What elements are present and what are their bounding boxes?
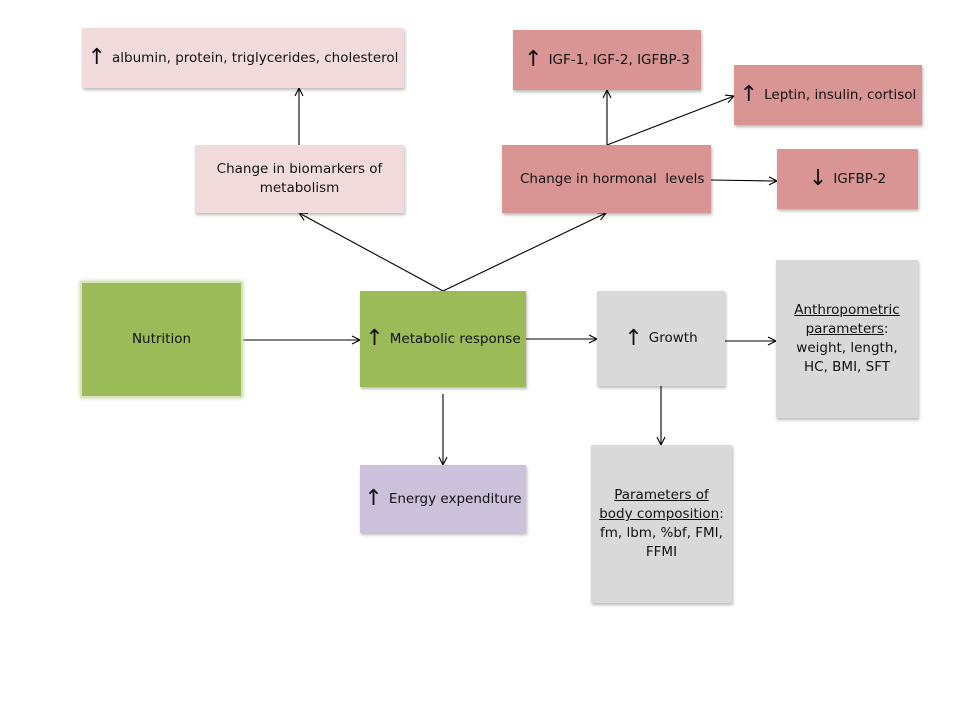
albumin-label: albumin, protein, triglycerides, cholest… xyxy=(112,49,399,66)
albumin-node: ↑ albumin, protein, triglycerides, chole… xyxy=(82,28,404,88)
hormonal-node: Change in hormonal levels xyxy=(502,145,711,213)
anthropometric-line3: weight, length, xyxy=(796,340,898,356)
energy-expenditure-node: ↑ Energy expenditure xyxy=(360,465,526,533)
edge-metabolic-biomarkers xyxy=(299,213,444,292)
igfbp2-label: IGFBP-2 xyxy=(833,170,887,187)
growth-label: Growth xyxy=(648,330,698,346)
body-composition-node: Parameters of body composition: fm, lbm,… xyxy=(591,445,732,603)
nutrition-label: Nutrition xyxy=(131,331,192,347)
energy-expenditure-label: Energy expenditure xyxy=(388,490,522,507)
anthropometric-text: Anthropometric parameters: weight, lengt… xyxy=(794,301,899,377)
hormonal-label: Change in hormonal levels xyxy=(520,170,705,187)
edge-hormonal-leptin xyxy=(606,96,734,146)
up-arrow-icon: ↑ xyxy=(364,486,383,511)
leptin-label: Leptin, insulin, cortisol xyxy=(764,86,917,103)
growth-node: ↑ Growth xyxy=(597,291,725,386)
edge-metabolic-hormonal xyxy=(442,213,606,292)
leptin-node: ↑ Leptin, insulin, cortisol xyxy=(734,65,922,125)
biomarkers-label: Change in biomarkers of metabolism xyxy=(216,161,383,196)
igf-node: ↑ IGF-1, IGF-2, IGFBP-3 xyxy=(513,30,701,90)
igf-label: IGF-1, IGF-2, IGFBP-3 xyxy=(548,51,690,68)
anthropometric-line4: HC, BMI, SFT xyxy=(804,359,890,375)
nutrition-node: Nutrition xyxy=(80,281,243,398)
up-arrow-icon: ↑ xyxy=(624,325,643,351)
up-arrow-icon: ↑ xyxy=(365,326,384,351)
biomarkers-node: Change in biomarkers of metabolism xyxy=(195,145,404,213)
body-composition-title-line1: Parameters of xyxy=(614,487,709,503)
body-composition-title-line2: body composition xyxy=(599,506,720,522)
up-arrow-icon: ↑ xyxy=(524,47,543,72)
body-composition-line3: fm, lbm, %bf, FMI, xyxy=(600,525,723,541)
body-composition-colon: : xyxy=(719,506,724,522)
metabolic-response-node: ↑ Metabolic response xyxy=(360,291,526,387)
down-arrow-icon: ↓ xyxy=(808,166,828,191)
anthropometric-node: Anthropometric parameters: weight, lengt… xyxy=(776,260,918,418)
igfbp2-node: ↓ IGFBP-2 xyxy=(777,149,918,209)
anthropometric-title-line2: parameters xyxy=(805,321,884,337)
body-composition-text: Parameters of body composition: fm, lbm,… xyxy=(599,486,724,562)
up-arrow-icon: ↑ xyxy=(739,82,759,107)
body-composition-line4: FFMI xyxy=(645,544,678,560)
anthropometric-colon: : xyxy=(883,321,889,337)
metabolic-response-label: Metabolic response xyxy=(389,330,521,347)
anthropometric-title-line1: Anthropometric xyxy=(794,302,900,318)
up-arrow-icon: ↑ xyxy=(87,45,107,70)
edge-hormonal-igfbp2 xyxy=(710,180,777,181)
